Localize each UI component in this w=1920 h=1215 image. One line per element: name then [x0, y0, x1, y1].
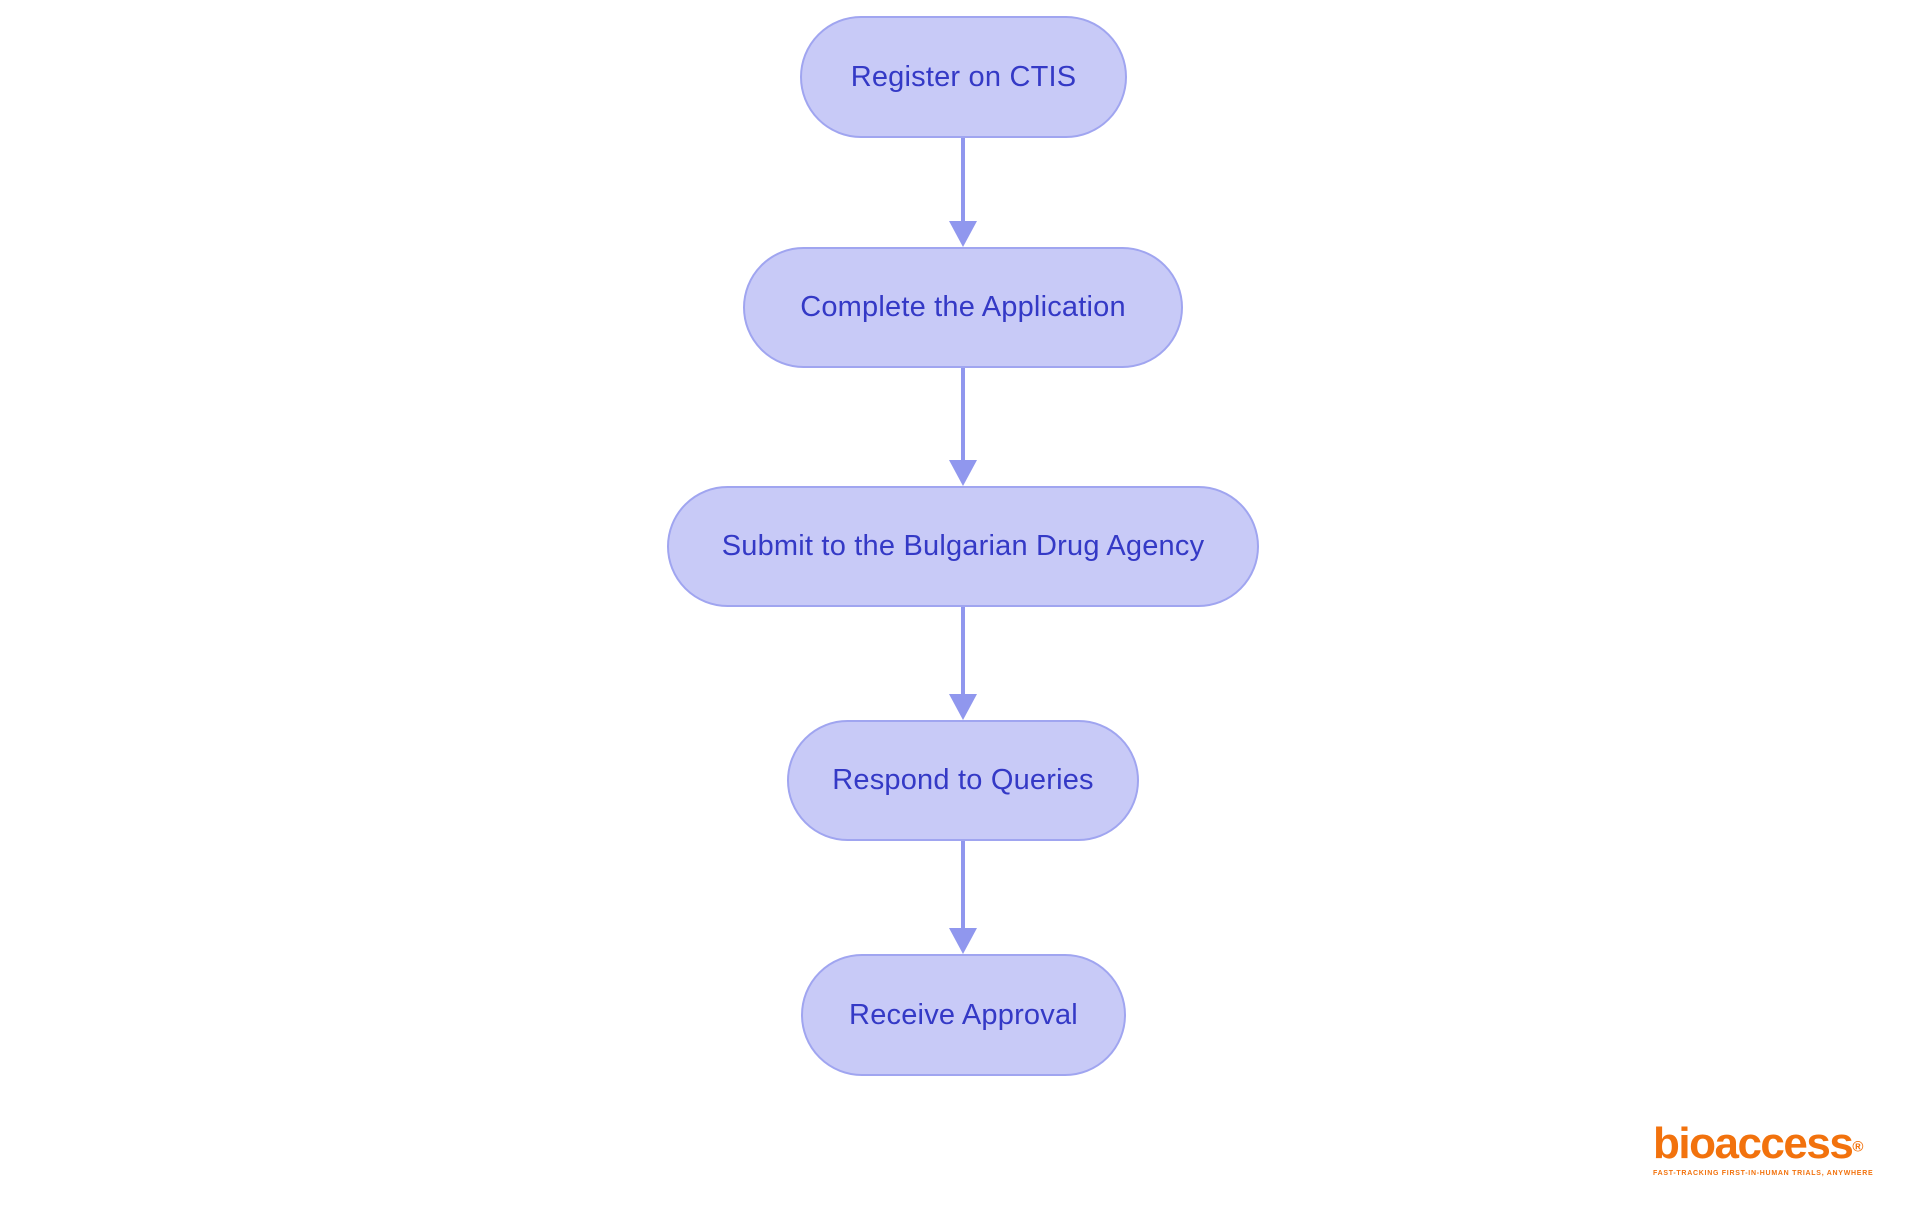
node-submit-bda: Submit to the Bulgarian Drug Agency: [667, 486, 1259, 607]
arrow-shaft: [961, 368, 965, 464]
node-label: Submit to the Bulgarian Drug Agency: [721, 530, 1205, 562]
bioaccess-logo: bioaccess® FAST-TRACKING FIRST-IN-HUMAN …: [1653, 1119, 1883, 1178]
arrow-down-icon: [949, 928, 977, 954]
flow-arrow-1: [949, 138, 977, 247]
node-register-ctis: Register on CTIS: [800, 16, 1127, 138]
flow-arrow-2: [949, 368, 977, 486]
registered-trademark-icon: ®: [1852, 1138, 1864, 1156]
arrow-down-icon: [949, 694, 977, 720]
arrow-shaft: [961, 841, 965, 932]
node-label: Receive Approval: [849, 998, 1078, 1031]
node-receive-approval: Receive Approval: [801, 954, 1126, 1076]
arrow-shaft: [961, 607, 965, 698]
arrow-down-icon: [949, 460, 977, 486]
arrow-down-icon: [949, 221, 977, 247]
logo-tagline: FAST-TRACKING FIRST-IN-HUMAN TRIALS, ANY…: [1653, 1170, 1874, 1177]
node-label: Complete the Application: [800, 291, 1126, 323]
arrow-shaft: [961, 138, 965, 225]
flow-arrow-4: [949, 841, 977, 954]
logo-wordmark: bioaccess: [1653, 1119, 1854, 1168]
node-label: Register on CTIS: [850, 60, 1077, 93]
node-complete-application: Complete the Application: [743, 247, 1183, 368]
node-respond-queries: Respond to Queries: [787, 720, 1139, 841]
flow-arrow-3: [949, 607, 977, 720]
node-label: Respond to Queries: [832, 764, 1094, 796]
